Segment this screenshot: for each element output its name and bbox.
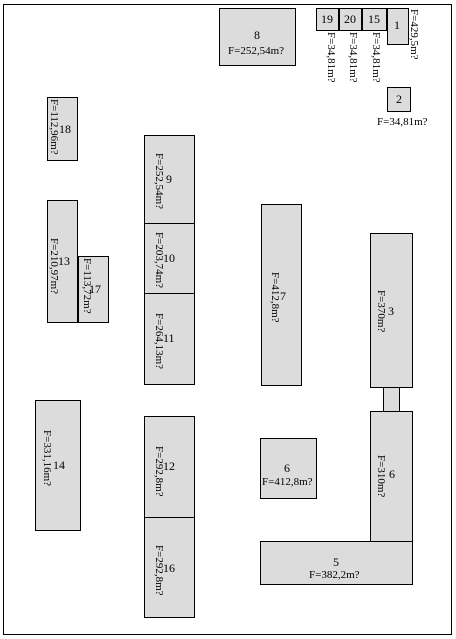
- building-15-area: F=34,81m?: [370, 32, 382, 83]
- building-16-number: 16: [163, 561, 175, 575]
- building-13-number: 13: [58, 254, 70, 268]
- building-4-number: 6: [389, 467, 395, 481]
- building-19[interactable]: [316, 8, 339, 31]
- building-17[interactable]: [78, 256, 109, 323]
- building-6-number: 6: [284, 461, 290, 475]
- passage-connector: [383, 387, 400, 412]
- building-4-area: F=310m?: [375, 455, 387, 498]
- building-11-number: 11: [163, 331, 175, 345]
- building-20-number: 20: [344, 12, 356, 26]
- building-10-number: 10: [163, 251, 175, 265]
- building-8[interactable]: [219, 8, 296, 66]
- building-18-area: F=112,96m?: [48, 99, 60, 155]
- building-14-number: 14: [53, 458, 65, 472]
- building-17-number: 17: [89, 282, 101, 296]
- building-15-number: 15: [368, 12, 380, 26]
- building-8-number: 8: [254, 28, 260, 42]
- building-20-area: F=34,81m?: [347, 32, 359, 83]
- building-2-number: 2: [396, 92, 402, 106]
- building-5[interactable]: [260, 541, 413, 585]
- building-12-number: 12: [163, 459, 175, 473]
- building-5-area: F=382,2m?: [309, 569, 360, 581]
- building-7[interactable]: [261, 204, 302, 386]
- building-13[interactable]: [47, 200, 78, 323]
- building-19-number: 19: [321, 12, 333, 26]
- building-1-area: F=429,5m?: [408, 9, 420, 60]
- building-16[interactable]: [144, 517, 195, 618]
- building-11[interactable]: [144, 293, 195, 385]
- building-7-area: F=412,8m?: [269, 272, 281, 323]
- building-1[interactable]: [387, 8, 409, 45]
- building-8-area: F=252,54m?: [228, 45, 285, 57]
- building-7-number: 7: [280, 289, 286, 303]
- building-5-number: 5: [333, 555, 339, 569]
- building-2[interactable]: [387, 87, 411, 112]
- building-12-area: F=292,8m?: [153, 446, 165, 497]
- building-18-number: 18: [59, 122, 71, 136]
- building-1-number: 1: [394, 18, 400, 32]
- building-14[interactable]: [35, 400, 81, 531]
- building-3-area: F=370m?: [375, 290, 387, 333]
- building-6-area: F=412,8m?: [262, 476, 313, 488]
- building-2-area: F=34,81m?: [377, 116, 428, 128]
- building-15[interactable]: [362, 8, 387, 31]
- building-17-area: F=113,72m?: [81, 258, 93, 314]
- building-19-area: F=34,81m?: [325, 32, 337, 83]
- building-6[interactable]: [260, 438, 317, 499]
- building-4[interactable]: [370, 411, 413, 542]
- building-13-area: F=210,97m?: [48, 238, 60, 295]
- building-18[interactable]: [47, 97, 78, 161]
- building-20[interactable]: [339, 8, 362, 31]
- building-14-area: F=331,16m?: [41, 430, 53, 487]
- building-9-area: F=252,54m?: [153, 153, 165, 210]
- building-16-area: F=292,8m?: [153, 545, 165, 596]
- building-9-number: 9: [166, 172, 172, 186]
- building-12[interactable]: [144, 416, 195, 518]
- building-3-number: 3: [388, 304, 394, 318]
- building-3[interactable]: [370, 233, 413, 388]
- building-10-area: F=203,74m?: [153, 232, 165, 289]
- building-11-area: F=264,13m?: [153, 313, 165, 370]
